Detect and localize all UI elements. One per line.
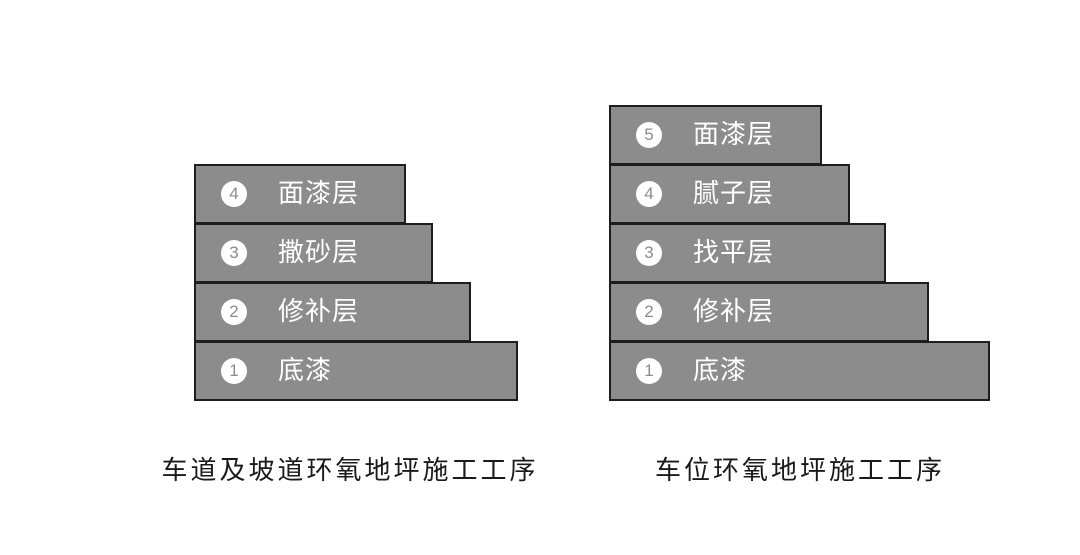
layer-label: 腻子层: [693, 179, 775, 209]
right-layer-3: 3 找平层: [609, 223, 886, 283]
step-number-badge: 5: [636, 122, 662, 148]
step-number-badge: 4: [636, 181, 662, 207]
step-number-badge: 3: [221, 240, 247, 266]
right-layer-5: 5 面漆层: [609, 105, 822, 165]
step-number-badge: 3: [636, 240, 662, 266]
layer-label: 撒砂层: [278, 238, 360, 268]
right-layer-2: 2 修补层: [609, 282, 929, 342]
step-number-badge: 1: [636, 358, 662, 384]
left-layer-2: 2 修补层: [194, 282, 471, 342]
layer-label: 修补层: [693, 297, 775, 327]
step-number-badge: 2: [636, 299, 662, 325]
left-layer-1: 1 底漆: [194, 341, 518, 401]
step-number-badge: 4: [221, 181, 247, 207]
layer-label: 面漆层: [278, 179, 360, 209]
layer-label: 底漆: [693, 356, 748, 386]
left-layer-4: 4 面漆层: [194, 164, 406, 224]
layer-label: 底漆: [278, 356, 333, 386]
right-layer-4: 4 腻子层: [609, 164, 850, 224]
step-number-badge: 1: [221, 358, 247, 384]
left-diagram-caption: 车道及坡道环氧地坪施工工序: [161, 456, 539, 486]
layer-label: 面漆层: [693, 120, 775, 150]
step-number-badge: 2: [221, 299, 247, 325]
right-diagram-caption: 车位环氧地坪施工工序: [654, 456, 945, 486]
left-layer-3: 3 撒砂层: [194, 223, 433, 283]
layer-label: 找平层: [693, 238, 775, 268]
layer-label: 修补层: [278, 297, 360, 327]
right-layer-1: 1 底漆: [609, 341, 990, 401]
